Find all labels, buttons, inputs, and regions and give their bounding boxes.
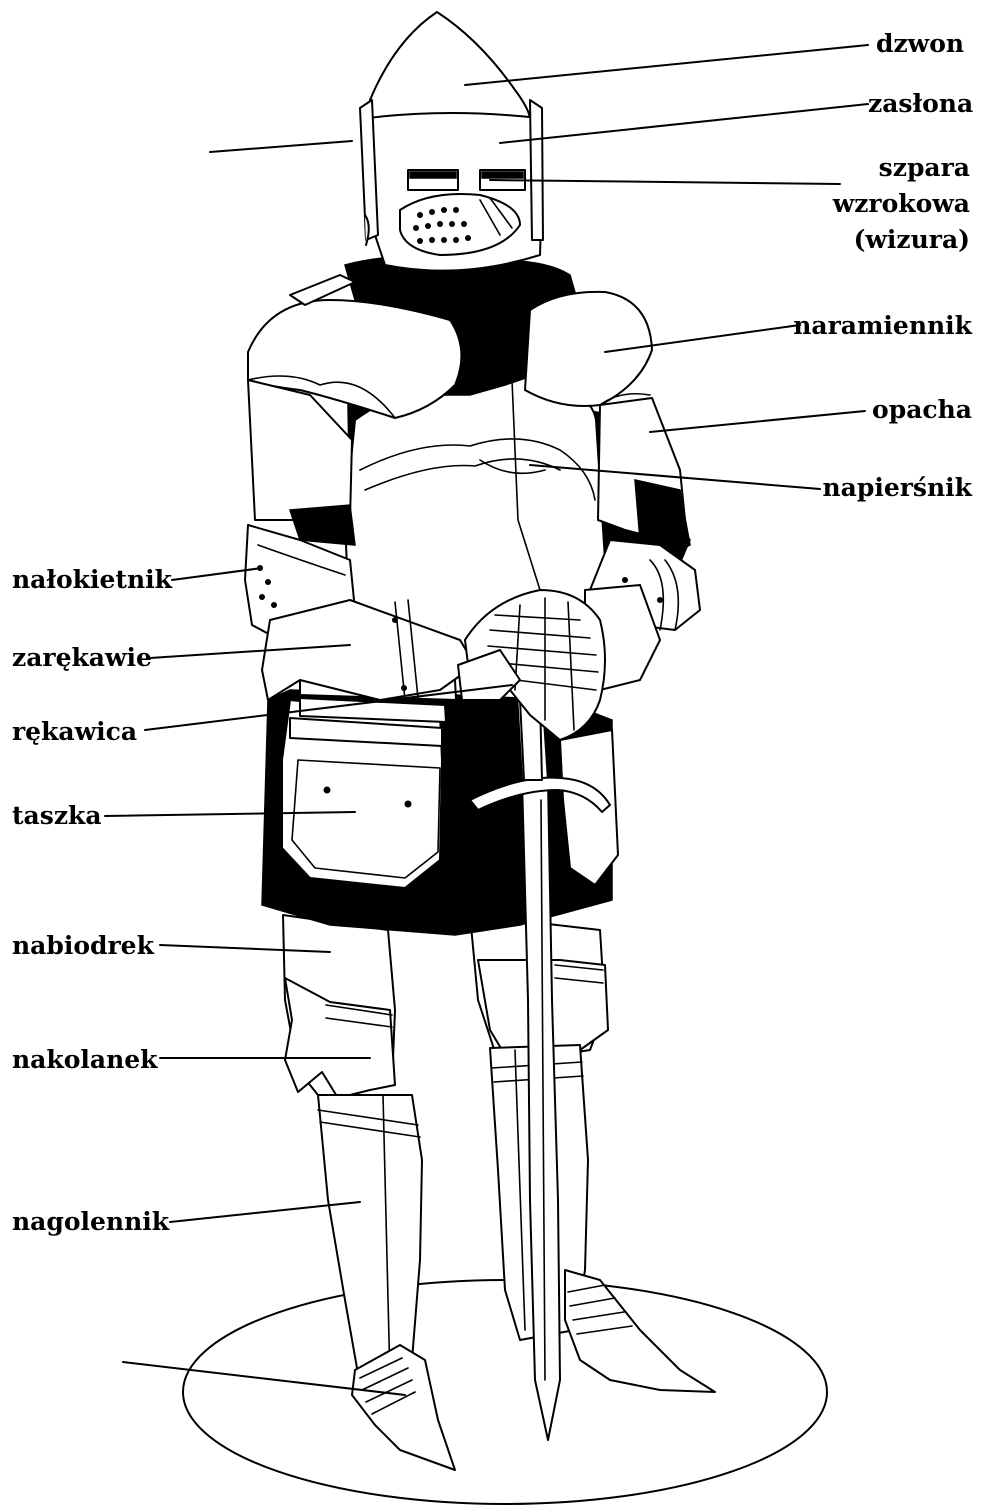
label-opacha: opacha: [872, 395, 972, 424]
label-zarekawie: zarękawie: [12, 643, 152, 672]
label-szpara-3: (wizura): [854, 225, 970, 254]
label-nabiodrek: nabiodrek: [12, 931, 155, 960]
label-szpara-2: wzrokowa: [832, 189, 970, 218]
leader-zaslona: [500, 104, 868, 143]
label-nalokietnik: nałokietnik: [12, 565, 173, 594]
label-rekawica: rękawica: [12, 717, 137, 746]
leader-opacha: [650, 411, 865, 432]
leader-dzwon: [465, 45, 868, 85]
label-nakolanek: nakolanek: [12, 1045, 158, 1074]
label-dzwon: dzwon: [876, 29, 964, 58]
label-nagolennik: nagolennik: [12, 1207, 170, 1236]
label-taszka: taszka: [12, 801, 102, 830]
label-szpara-1: szpara: [879, 153, 970, 182]
label-naramiennik: naramiennik: [793, 311, 972, 340]
pedestal-base: [183, 1280, 827, 1504]
label-napiersnik: napierśnik: [823, 473, 973, 502]
label-zaslona: zasłona: [868, 89, 973, 118]
leader-helmet-left: [210, 141, 352, 152]
